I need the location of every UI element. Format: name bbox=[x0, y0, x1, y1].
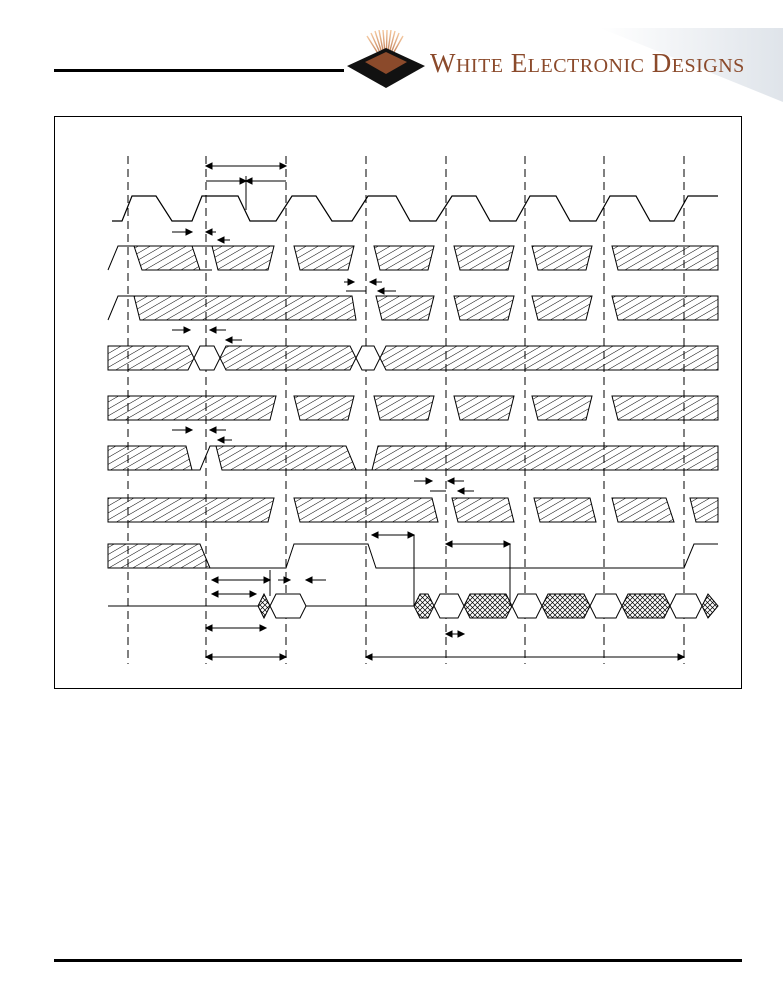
signal-row-6 bbox=[107, 445, 719, 471]
brand-wordmark: WHITE ELECTRONIC DESIGNS bbox=[430, 50, 745, 77]
brand-word-3: DESIGNS bbox=[651, 48, 745, 78]
header-rule bbox=[54, 69, 344, 72]
brand-word-2: ELECTRONIC bbox=[510, 48, 645, 78]
signal-row-3 bbox=[107, 295, 719, 321]
signal-row-9 bbox=[108, 592, 719, 620]
clock-waveform bbox=[112, 195, 718, 222]
brand-word-1: WHITE bbox=[430, 48, 504, 78]
signal-row-7 bbox=[107, 497, 719, 523]
signal-row-4 bbox=[107, 345, 719, 371]
signal-row-5 bbox=[107, 395, 719, 421]
signal-row-8 bbox=[107, 543, 718, 569]
figure-frame bbox=[54, 116, 742, 689]
timing-annotations bbox=[172, 162, 686, 661]
signal-row-2 bbox=[107, 245, 719, 271]
timing-diagram bbox=[107, 156, 719, 664]
footer-rule bbox=[54, 959, 742, 962]
header-gradient-wedge bbox=[600, 28, 783, 102]
diamond-logo-icon bbox=[347, 30, 425, 88]
